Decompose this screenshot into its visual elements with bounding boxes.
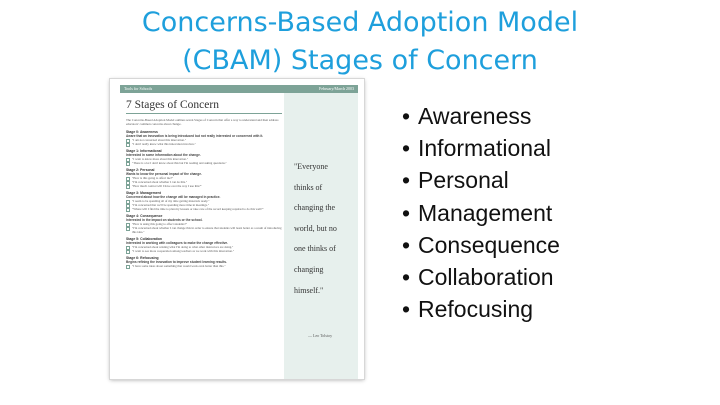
bullet-dot-icon: • <box>402 199 411 226</box>
sidebar-quote-line: "Everyone <box>294 162 328 171</box>
bullet-item: • Personal <box>402 164 560 196</box>
stage-quote: "I have some ideas about something that … <box>126 264 282 269</box>
stage-description: Interested in working with colleagues to… <box>126 241 229 245</box>
sidebar-quote-line: changing the <box>294 203 336 213</box>
bullet-text: Refocusing <box>418 296 534 323</box>
stage-description: Wants to know the personal impact of the… <box>126 172 202 176</box>
sidebar-quote-line: changing <box>294 264 324 274</box>
bullet-item: • Consequence <box>402 229 560 261</box>
stage-quote: "I want to know more about this innovati… <box>126 157 282 162</box>
bullet-dot-icon: • <box>402 167 411 194</box>
stage-description: Begins refining the innovation to improv… <box>126 260 227 264</box>
stage-quote: "How much control will I have over the w… <box>126 184 282 189</box>
bullet-text: Personal <box>418 167 509 194</box>
sidebar-quote: "Everyone thinks of changing the world, but… <box>294 157 354 301</box>
stage-quote: "There is a lot I don't know about this … <box>126 161 282 166</box>
bullet-dot-icon: • <box>402 264 411 291</box>
stage-title: Stage 2: Personal <box>126 168 155 172</box>
stage-title: Stage 0: Awareness <box>126 130 158 134</box>
document-heading: 7 Stages of Concern <box>126 99 219 111</box>
bullet-dot-icon: • <box>402 231 411 258</box>
stage-quote: "I'm concerned that we'll be spending mo… <box>126 203 282 208</box>
stage-quote: "I'm concerned about whether I can do th… <box>126 180 282 185</box>
stage-quote: "I seem to be spending all of my time ge… <box>126 199 282 204</box>
document-intro: The Concerns-Based Adoption Model outlin… <box>126 118 279 126</box>
bullet-text: Management <box>418 199 553 226</box>
document-header-right: February/March 2003 <box>319 86 354 91</box>
stage-title: Stage 5: Collaboration <box>126 237 162 241</box>
sidebar-quote-author: — Leo Tolstoy <box>308 333 333 338</box>
document-header-left: Tools for Schools <box>124 86 153 91</box>
bullet-item: • Awareness <box>402 100 560 132</box>
sidebar-quote-line: himself." <box>294 285 324 295</box>
bullet-text: Collaboration <box>418 264 554 291</box>
bullet-item: • Informational <box>402 132 560 164</box>
stage-description: Aware that an innovation is being introd… <box>126 134 264 138</box>
stage-description: Interested in the impact on students or … <box>126 218 203 222</box>
stage-quote: "Where will I find the time to plan my l… <box>126 207 282 212</box>
stage-quote: "I don't really know what this innovatio… <box>126 142 282 147</box>
bullet-text: Informational <box>418 135 551 162</box>
stage-description: Interested in some information about the… <box>126 153 201 157</box>
bullet-dot-icon: • <box>402 103 411 129</box>
sidebar-quote-line: thinks of <box>294 182 323 192</box>
stage-quote: "I'm concerned about relating what I'm d… <box>126 245 282 250</box>
stage-title: Stage 1: Informational <box>126 149 162 153</box>
stage-quote: "I want to see more cooperation among te… <box>126 249 282 254</box>
stages-bullet-list: • Awareness • Informational • Personal • Manage… <box>402 100 560 325</box>
bullet-item: • Management <box>402 197 560 229</box>
document-main-column: 7 Stages of Concern The Concerns-Based A… <box>126 95 282 379</box>
bullet-item: • Collaboration <box>402 261 560 293</box>
bullet-item: • Refocusing <box>402 293 560 325</box>
sidebar-quote-line: one thinks of <box>294 244 336 254</box>
stage-title: Stage 3: Management <box>126 191 161 195</box>
sidebar-quote-line: world, but no <box>294 223 337 233</box>
document-image: Tools for Schools February/March 2003 7 … <box>110 79 364 379</box>
document-divider <box>126 113 282 114</box>
stage-quote: "How is this going to affect me?" <box>126 176 282 181</box>
slide-title: Concerns-Based Adoption Model (CBAM) Sta… <box>0 4 720 80</box>
stage-quote: "I'm concerned about whether I can chang… <box>126 226 282 234</box>
slide-title-line-2: (CBAM) Stages of Concern <box>182 45 538 76</box>
slide-title-line-1: Concerns-Based Adoption Model <box>141 7 579 38</box>
bullet-dot-icon: • <box>402 135 411 162</box>
stage-title: Stage 4: Consequence <box>126 214 163 218</box>
stage-quote: "I am not concerned about this innovatio… <box>126 138 282 143</box>
bullet-text: Consequence <box>418 231 560 258</box>
document-sidebar: "Everyone thinks of changing the world, but… <box>284 93 358 379</box>
stage-title: Stage 6: Refocusing <box>126 256 159 260</box>
stage-quote: "How is using this going to affect stude… <box>126 222 282 227</box>
stage-description: Concerned about how the change will be m… <box>126 195 221 199</box>
bullet-text: Awareness <box>418 103 532 129</box>
bullet-dot-icon: • <box>402 296 411 323</box>
document-header-bar: Tools for Schools February/March 2003 <box>120 85 358 93</box>
